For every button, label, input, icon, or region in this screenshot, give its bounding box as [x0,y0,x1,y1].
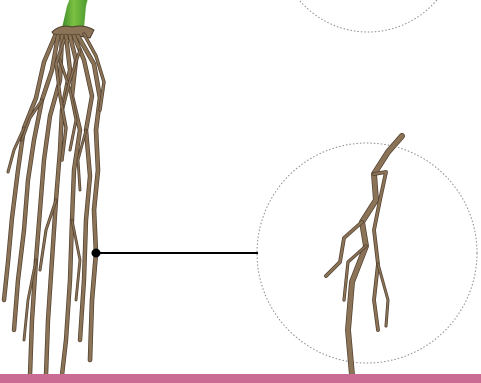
magnifier-circle-top-icon [278,0,458,32]
fibrous-root-system-icon [4,34,104,375]
plant-stem-icon [62,0,88,28]
bottom-bar [0,374,481,383]
root-strand-outline-16 [72,220,80,300]
pointer-line [92,249,259,258]
magnifier-circle-icon [257,143,477,363]
pointer-dot-icon [92,249,101,258]
